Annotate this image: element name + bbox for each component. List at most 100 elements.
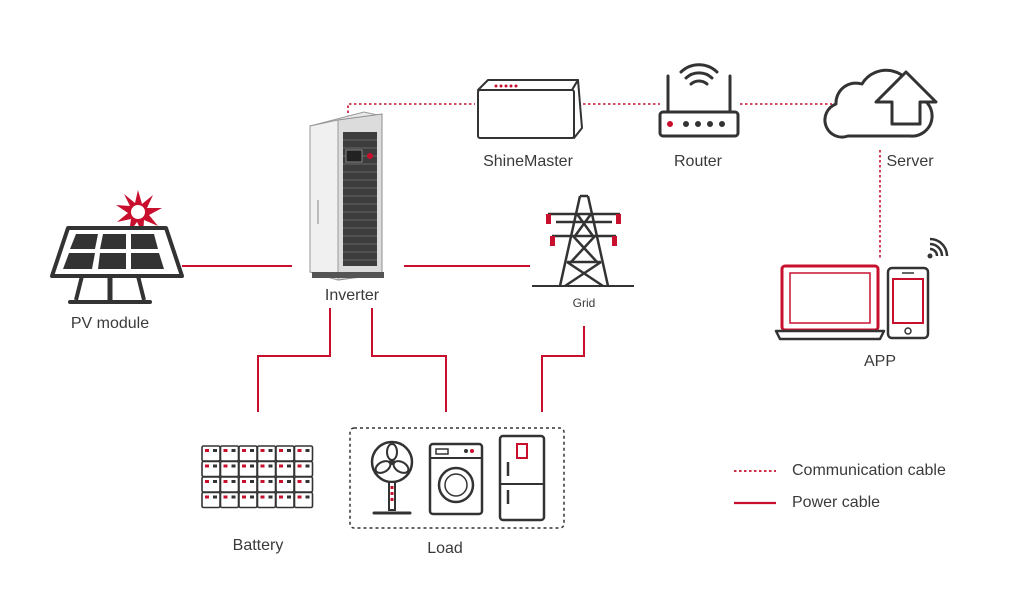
battery-cell [256, 476, 277, 493]
communication-cables [347, 103, 881, 258]
battery-terminal [287, 480, 291, 483]
battery-terminal [305, 480, 310, 483]
battery-terminal [213, 449, 217, 452]
battery-terminal [268, 495, 273, 499]
battery-terminal [279, 480, 283, 483]
battery-terminal [242, 495, 246, 499]
battery-terminal [250, 464, 254, 468]
transmission-tower-icon [532, 194, 634, 288]
washing-machine-icon [428, 442, 484, 516]
battery-terminal [260, 480, 265, 483]
battery-cell [293, 445, 314, 462]
pv-module [50, 190, 184, 304]
battery-terminal [242, 464, 246, 468]
battery-terminal [287, 464, 291, 468]
battery-cell [201, 460, 221, 478]
battery-terminal [260, 495, 265, 499]
battery-cell [293, 476, 314, 493]
label-server: Server [886, 153, 934, 170]
legend-communication-label: Communication cable [792, 462, 946, 479]
label-battery: Battery [232, 537, 284, 554]
battery-terminal [260, 449, 265, 452]
sun-icon [116, 190, 162, 234]
battery-terminal [213, 495, 217, 499]
refrigerator-icon [498, 434, 546, 522]
battery-terminal [297, 495, 302, 499]
battery-cell [219, 445, 240, 462]
battery-terminal [260, 464, 265, 468]
battery-terminal [205, 495, 209, 499]
shinemaster-icon [477, 79, 583, 139]
label-shinemaster: ShineMaster [483, 153, 573, 170]
battery-terminal [223, 495, 228, 499]
label-grid: Grid [572, 296, 596, 310]
battery-cell [219, 460, 240, 478]
battery-terminal [279, 495, 283, 499]
battery-terminal [223, 464, 228, 468]
battery-terminal [268, 464, 273, 468]
battery-terminal [242, 480, 246, 483]
battery-terminal [213, 480, 217, 483]
smartphone-icon [886, 266, 930, 340]
laptop-icon [774, 264, 886, 341]
inverter-cabinet-icon [309, 111, 384, 281]
solar-panel-icon [50, 226, 184, 304]
battery-terminal [297, 449, 302, 452]
label-router: Router [673, 153, 723, 170]
router-icon [658, 63, 740, 138]
battery-terminal [213, 464, 217, 468]
battery-cell [219, 491, 240, 509]
power-cables [182, 265, 585, 412]
battery-terminal [297, 464, 302, 468]
battery-cell [275, 445, 295, 462]
battery-terminal [287, 495, 291, 499]
battery-cell [238, 491, 258, 509]
label-inverter: Inverter [324, 287, 380, 304]
wifi-icon [679, 63, 719, 86]
battery-terminal [205, 449, 209, 452]
label-pv-module: PV module [70, 315, 150, 332]
battery-terminal [279, 449, 283, 452]
battery-terminal [223, 449, 228, 452]
power-inverter-battery [257, 308, 331, 412]
cloud-upload-icon [823, 68, 938, 139]
battery-cell [275, 491, 295, 509]
battery-terminal [223, 480, 228, 483]
battery-bank-icon [201, 445, 314, 509]
battery-terminal [250, 480, 254, 483]
fan-icon [370, 440, 414, 515]
legend-power-label: Power cable [792, 494, 881, 511]
load-group-frame [349, 427, 565, 529]
battery-cell [238, 445, 258, 462]
battery-terminal [268, 480, 273, 483]
battery-terminal [231, 480, 236, 483]
battery-cell [256, 460, 277, 478]
battery-terminal [268, 449, 273, 452]
battery-terminal [205, 464, 209, 468]
power-inverter-load [371, 308, 447, 412]
grid-insulators [546, 214, 621, 246]
power-grid-load [541, 326, 585, 412]
battery-cell [256, 445, 277, 462]
battery-terminal [250, 449, 254, 452]
legend [734, 470, 776, 505]
battery-terminal [231, 464, 236, 468]
label-load: Load [427, 540, 463, 557]
battery-cell [293, 491, 314, 509]
battery-cell [219, 476, 240, 493]
battery-cell [256, 491, 277, 509]
battery-terminal [231, 449, 236, 452]
wifi-icon [927, 237, 949, 259]
battery-terminal [242, 449, 246, 452]
battery-cell [201, 476, 221, 493]
battery-terminal [305, 449, 310, 452]
battery-terminal [279, 464, 283, 468]
battery-cell [201, 445, 221, 462]
battery-terminal [297, 480, 302, 483]
battery-cell [293, 460, 314, 478]
battery-cell [238, 476, 258, 493]
label-app: APP [863, 353, 897, 370]
battery-cell [201, 491, 221, 509]
battery-terminal [231, 495, 236, 499]
